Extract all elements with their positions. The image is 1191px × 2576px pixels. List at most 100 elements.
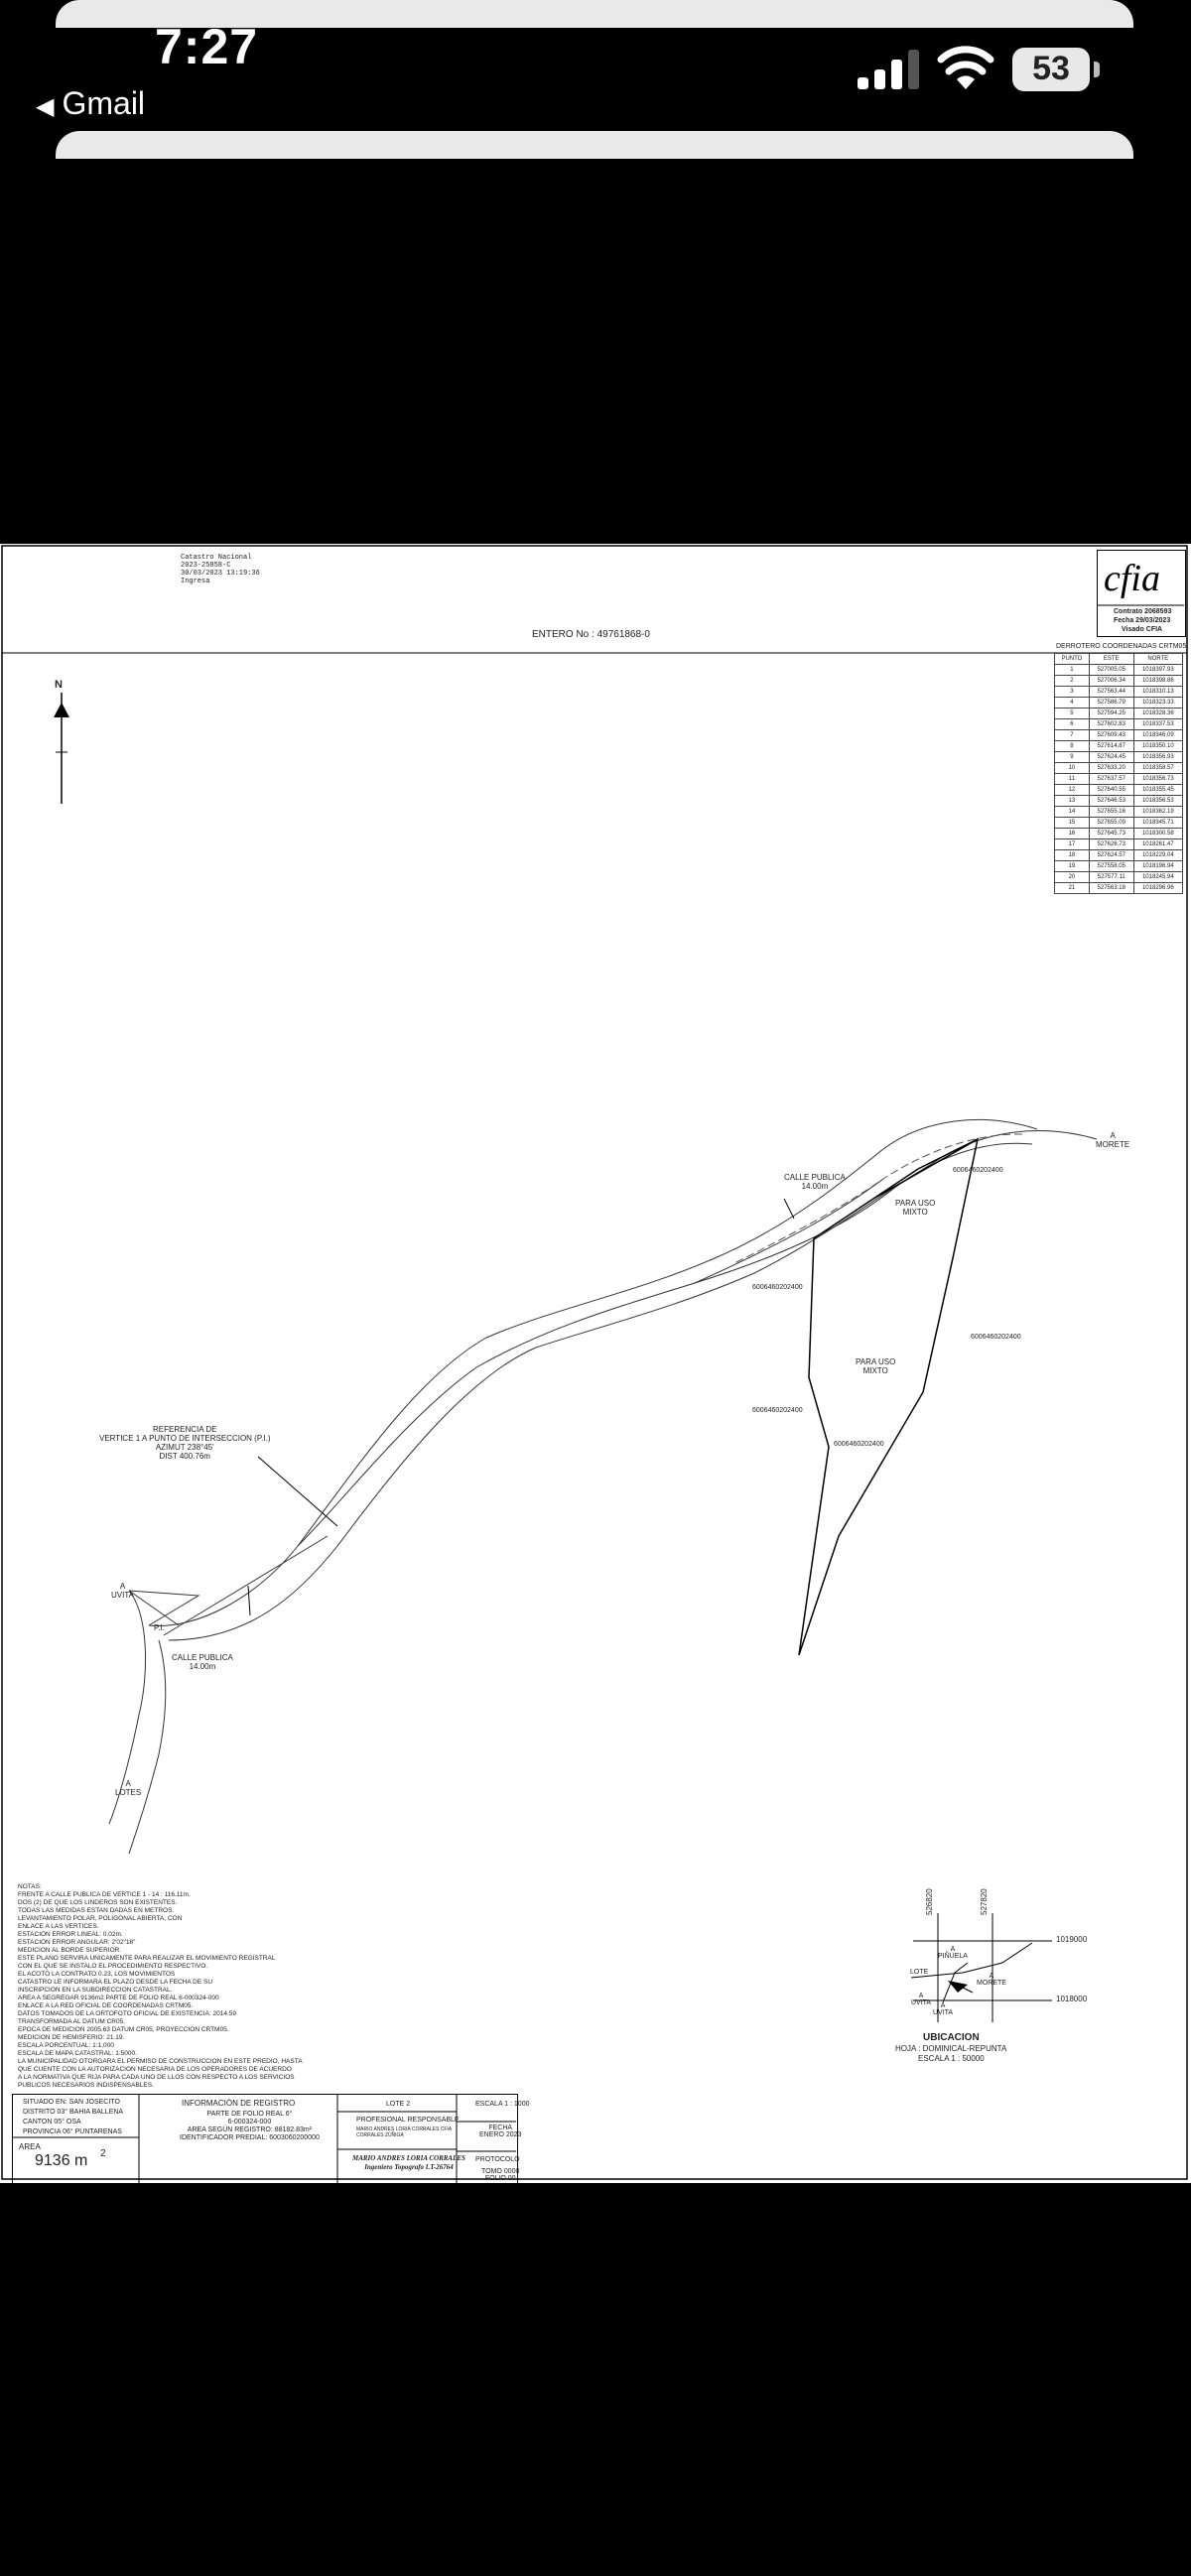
sheet-top-edge [56,0,1133,28]
table-cell: 7 [1054,729,1090,741]
table-cell: 1018356.73 [1132,773,1184,785]
table-cell: 15 [1054,817,1090,829]
label-uvita: A UVITA [111,1582,134,1600]
table-cell: 9 [1054,751,1090,763]
table-cell: 12 [1054,784,1090,796]
table-cell: 1018398.86 [1132,675,1184,687]
table-cell: 5 [1054,708,1090,719]
sheet-handle [56,131,1133,159]
status-bar: 7:27 ◀Gmail 53 [0,0,1191,129]
info-lines: PARTE DE FOLIO REAL 6° 6-000324-000 AREA… [180,2111,320,2141]
location-grid-x2: 527820 [980,1888,989,1915]
table-cell: 527609.43 [1088,729,1134,741]
table-cell: 8 [1054,740,1090,752]
wifi-icon [937,46,994,89]
table-cell: 527645.73 [1088,828,1134,839]
label-pi: P.I. [154,1623,165,1632]
table-cell: 1018362.19 [1132,806,1184,818]
label-calle-publica-1: CALLE PUBLICA 14.00m [784,1173,846,1191]
table-cell: 1018355.45 [1132,784,1184,796]
canton: CANTON 05° OSA [23,2119,81,2125]
label-lotes: A LOTES [115,1779,142,1797]
table-cell: 527563.44 [1088,686,1134,698]
escala: ESCALA 1 : 1000 [475,2101,530,2108]
table-cell: 1018229.04 [1132,849,1184,861]
table-cell: 527577.11 [1088,871,1134,883]
cfia-stamp: cfia Contrato 2068593 Fecha 29/03/2023 V… [1097,550,1186,637]
coords-header-0: PUNTO [1054,653,1090,665]
coords-header-2: NORTE [1132,653,1184,665]
table-cell: 527005.05 [1088,664,1134,676]
table-cell: 13 [1054,795,1090,807]
survey-plan-document[interactable]: Catastro Nacional 2023-25858-C 30/03/202… [0,544,1191,2187]
table-cell: 21 [1054,882,1090,894]
table-cell: 527563.18 [1088,882,1134,894]
location-label-uvita-1: A UVITA [911,1993,932,2006]
table-cell: 527558.05 [1088,860,1134,872]
table-cell: 527006.34 [1088,675,1134,687]
cellular-signal-icon [858,50,919,89]
location-label-morete: A MORETE [977,1973,1006,1987]
distrito: DISTRITO 03° BAHIA BALLENA [23,2109,124,2116]
table-cell: 1018310.13 [1132,686,1184,698]
label-folio-1: 6006460202400 [953,1167,1003,1174]
table-cell: 17 [1054,838,1090,850]
table-cell: 1018196.94 [1132,860,1184,872]
table-cell: 14 [1054,806,1090,818]
area-label: AREA [19,2142,41,2151]
situado: SITUADO EN: SAN JOSECITO [23,2099,120,2106]
location-title: UBICACION [923,2032,980,2043]
propietario: MARIO ANDRES LORIA CORRALES CFIA CORRALE… [356,2126,453,2138]
battery-level: 53 [1032,50,1070,87]
north-label: N [55,679,63,691]
table-cell: 527640.55 [1088,784,1134,796]
label-para-uso-mixto-2: PARA USO MIXTO [856,1357,896,1375]
label-calle-publica-2: CALLE PUBLICA 14.00m [172,1653,233,1671]
label-para-uso-mixto-1: PARA USO MIXTO [895,1199,936,1217]
table-cell: 1018328.36 [1132,708,1184,719]
back-to-gmail-button[interactable]: ◀Gmail [36,85,145,122]
info-title: INFORMACIÓN DE REGISTRO [182,2099,296,2108]
table-cell: 527655.09 [1088,817,1134,829]
cfia-date: Fecha 29/03/2023 [1114,617,1171,624]
tomo: TOMO 0000 FOLIO 00 [481,2168,520,2182]
table-cell: 527614.87 [1088,740,1134,752]
table-cell: 527626.73 [1088,838,1134,850]
label-folio-2: 6006460202400 [752,1284,803,1291]
catastro-stamp: Catastro Nacional 2023-25858-C 30/03/202… [181,554,260,585]
professional-signature: MARIO ANDRES LORIA CORRALES Ingeniero To… [352,2154,465,2171]
table-cell: 527602.83 [1088,718,1134,730]
area-exponent: 2 [100,2148,106,2159]
label-folio-3: 6006460202400 [971,1334,1021,1341]
location-scale: ESCALA 1 : 50000 [918,2054,985,2063]
table-cell: 527594.25 [1088,708,1134,719]
location-sheet: HOJA : DOMINICAL-REPUNTA [895,2044,1007,2053]
table-cell: 1018345.71 [1132,817,1184,829]
table-cell: 527633.20 [1088,762,1134,774]
table-cell: 20 [1054,871,1090,883]
battery-icon: 53 [1012,48,1102,91]
table-cell: 1018356.93 [1132,751,1184,763]
table-cell: 1018346.09 [1132,729,1184,741]
table-cell: 18 [1054,849,1090,861]
location-grid-y1: 1019000 [1056,1935,1088,1944]
table-cell: 527624.57 [1088,849,1134,861]
title-block: SITUADO EN: SAN JOSECITO DISTRITO 03° BA… [12,2094,529,2187]
